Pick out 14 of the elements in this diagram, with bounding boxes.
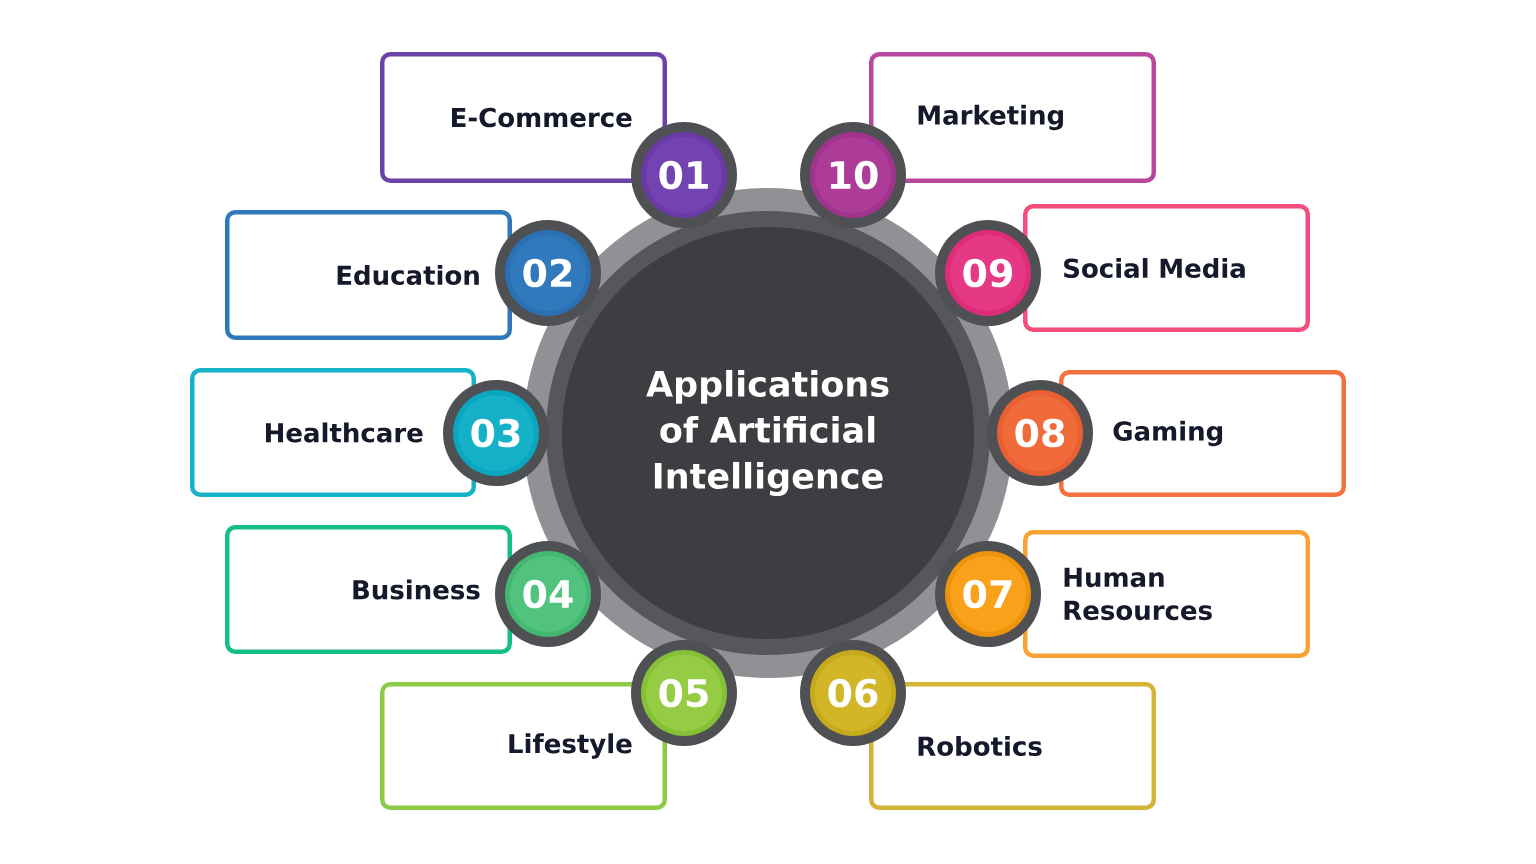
number-badge: 10 bbox=[800, 122, 906, 228]
label-box: Education bbox=[225, 210, 512, 340]
number-badge: 02 bbox=[495, 220, 601, 326]
number-badge: 09 bbox=[935, 220, 1041, 326]
number-badge: 03 bbox=[443, 380, 549, 486]
number-badge: 05 bbox=[631, 640, 737, 746]
label-box: Business bbox=[225, 525, 512, 654]
number-badge: 07 bbox=[935, 541, 1041, 647]
number-badge: 01 bbox=[631, 122, 737, 228]
label-box: Human Resources bbox=[1023, 530, 1310, 658]
number-badge: 04 bbox=[495, 541, 601, 647]
label-box: Social Media bbox=[1023, 204, 1310, 332]
number-badge: 08 bbox=[987, 380, 1093, 486]
number-badge: 06 bbox=[800, 640, 906, 746]
